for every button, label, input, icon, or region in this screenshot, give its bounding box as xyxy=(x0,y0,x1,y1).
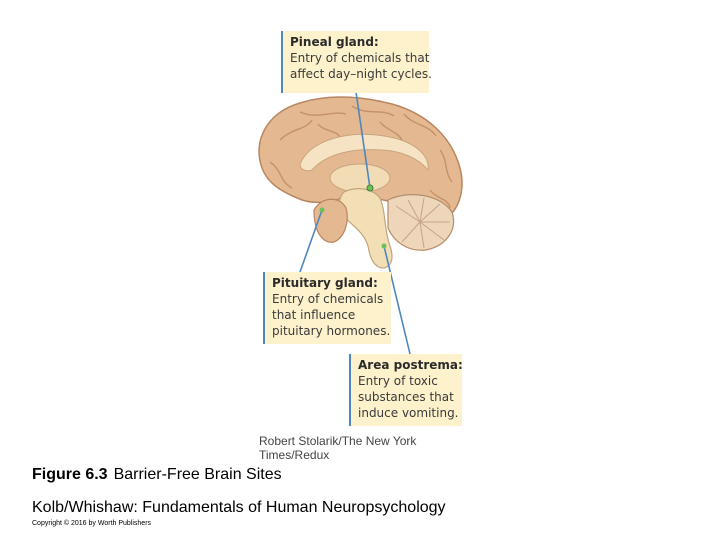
callout-line: affect day–night cycles. xyxy=(290,67,432,81)
thalamus xyxy=(329,163,391,193)
callout-line: Entry of toxic xyxy=(358,374,438,388)
pineal-marker xyxy=(366,184,374,192)
area-postrema-callout: Area postrema: Entry of toxic substances… xyxy=(349,354,463,426)
callout-title: Area postrema: xyxy=(358,358,463,372)
photo-credit: Robert Stolarik/The New York Times/Redux xyxy=(259,434,416,462)
book-title: Kolb/Whishaw: Fundamentals of Human Neur… xyxy=(32,499,446,516)
pituitary-marker xyxy=(319,207,325,213)
postrema-marker xyxy=(381,243,387,249)
corpus-callosum xyxy=(299,133,429,172)
callout-line: induce vomiting. xyxy=(358,406,459,420)
callout-title: Pineal gland: xyxy=(290,35,379,49)
postrema-pointer-line xyxy=(383,245,411,355)
figure-caption: Figure 6.3 Barrier-Free Brain Sites xyxy=(32,466,282,484)
callout-line: Entry of chemicals xyxy=(272,292,384,306)
callout-line: Entry of chemicals that xyxy=(290,51,430,65)
callout-line: substances that xyxy=(358,390,454,404)
pituitary-gland-callout: Pituitary gland: Entry of chemicals that… xyxy=(263,272,391,344)
callout-line: pituitary hormones. xyxy=(272,324,391,338)
figure-title: Barrier-Free Brain Sites xyxy=(113,466,282,483)
callout-line: that influence xyxy=(272,308,356,322)
pineal-pointer-line xyxy=(355,91,371,189)
callout-title: Pituitary gland: xyxy=(272,276,378,290)
pituitary-pointer-line xyxy=(299,209,323,273)
figure-label: Figure 6.3 xyxy=(32,466,108,483)
gyri-lines xyxy=(269,105,453,209)
credit-line: Times/Redux xyxy=(259,448,330,462)
pineal-gland-callout: Pineal gland: Entry of chemicals that af… xyxy=(281,31,432,93)
copyright-notice: Copyright © 2016 by Worth Publishers xyxy=(32,520,152,527)
credit-line: Robert Stolarik/The New York xyxy=(259,434,417,448)
cerebellum-folia xyxy=(395,197,450,249)
